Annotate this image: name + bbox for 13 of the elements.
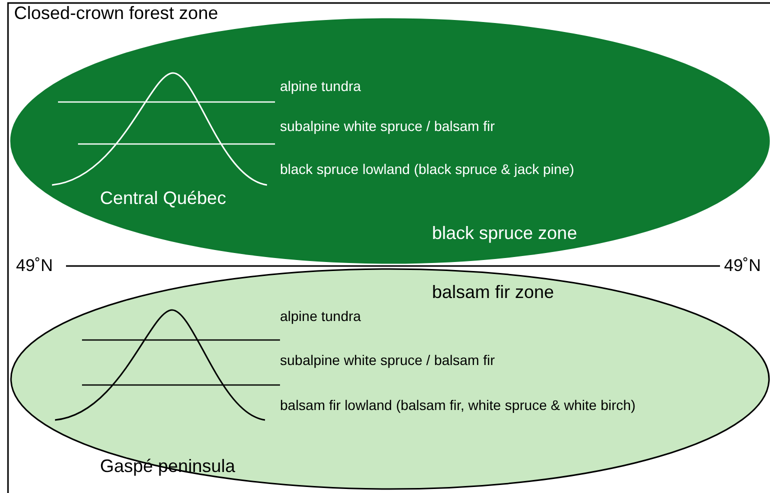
zone-label: black spruce zone [432,224,578,242]
region-label: Gaspé peninsula [100,457,236,475]
zone-label: balsam fir zone [432,283,554,301]
elevation-label: alpine tundra [280,79,361,93]
diagram-title: Closed-crown forest zone [14,4,218,22]
region-label: Central Québec [100,189,226,207]
elevation-label: alpine tundra [280,309,361,323]
latitude-label: 49˚N [724,257,761,274]
elevation-label: black spruce lowland (black spruce & jack pine) [280,162,574,176]
latitude-label: 49˚N [16,257,53,274]
elevation-label: subalpine white spruce / balsam fir [280,119,495,133]
elevation-label: subalpine white spruce / balsam fir [280,353,495,367]
elevation-label: balsam fir lowland (balsam fir, white spruce & white birch) [280,398,636,412]
